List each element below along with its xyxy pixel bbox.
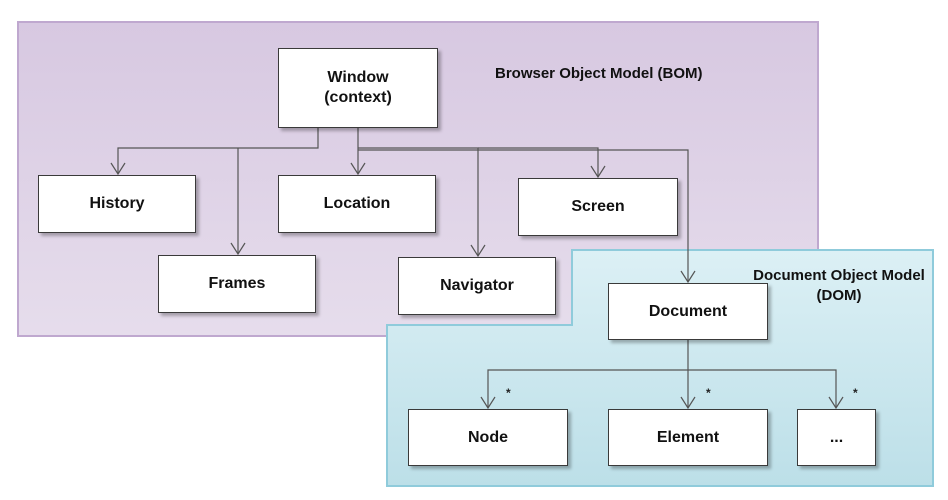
window-node: Window (context) <box>278 48 438 128</box>
arrowhead-navigator <box>470 244 486 258</box>
window-arrowheads <box>110 162 696 284</box>
document-arrowheads <box>480 396 844 410</box>
arrowhead-history <box>110 162 126 176</box>
arrowhead-more <box>828 396 844 410</box>
arrowhead-element <box>680 396 696 410</box>
history-node: History <box>38 175 196 233</box>
connector-more <box>688 369 837 408</box>
location-node: Location <box>278 175 436 233</box>
arrowhead-frames <box>230 242 246 256</box>
bom-label: Browser Object Model (BOM) <box>495 65 703 82</box>
window-label: Window (context) <box>324 69 392 106</box>
dom-label: Document Object Model (DOM) <box>753 267 925 304</box>
document-connectors <box>487 340 837 408</box>
connector-screen <box>478 147 599 177</box>
multiplicity-more: * <box>853 386 858 400</box>
screen-node: Screen <box>518 178 678 236</box>
multiplicity-element: * <box>706 386 711 400</box>
arrowhead-screen <box>590 165 606 179</box>
document-node: Document <box>608 283 768 340</box>
arrowhead-document <box>680 270 696 284</box>
arrowhead-node <box>480 396 496 410</box>
element-node: Element <box>608 409 768 466</box>
arrowhead-location <box>350 162 366 176</box>
window-connectors <box>117 128 689 282</box>
connector-document <box>358 149 689 282</box>
connector-history <box>117 128 319 174</box>
node-node: Node <box>408 409 568 466</box>
connector-node <box>487 340 689 408</box>
more-node: ... <box>797 409 876 466</box>
multiplicity-node: * <box>506 386 511 400</box>
navigator-node: Navigator <box>398 257 556 315</box>
frames-node: Frames <box>158 255 316 313</box>
